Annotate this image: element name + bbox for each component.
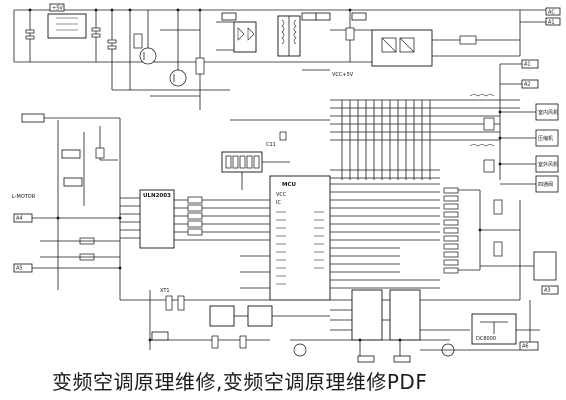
power-supply-section: +5V AC A1 xyxy=(13,3,561,110)
bottom-section: XT1 DC8000 A6 xyxy=(120,288,540,363)
voltage-regulator xyxy=(47,13,87,39)
svg-text:四通阀: 四通阀 xyxy=(538,181,553,188)
svg-text:XT1: XT1 xyxy=(160,288,170,294)
svg-text:+5V: +5V xyxy=(52,6,63,12)
svg-text:室外风机: 室外风机 xyxy=(538,161,558,168)
data-bus xyxy=(330,99,520,180)
svg-text:VCC: VCC xyxy=(276,192,287,198)
svg-text:A6: A6 xyxy=(522,344,529,350)
left-input-section: A4 A5 L-MOTOR xyxy=(12,113,121,300)
right-output-blocks: A1 A2 室内风机 压缩机 室外风机 四通阀 A3 xyxy=(469,59,559,300)
svg-text:VCC+5V: VCC+5V xyxy=(332,72,354,78)
image-caption: 变频空调原理维修,变频空调原理维修PDF xyxy=(52,370,428,394)
svg-text:C11: C11 xyxy=(266,142,276,148)
svg-text:MCU: MCU xyxy=(282,182,296,188)
junction-dots xyxy=(28,8,502,342)
svg-text:A2: A2 xyxy=(524,82,531,88)
svg-text:室内风机: 室内风机 xyxy=(538,109,558,116)
svg-text:压缩机: 压缩机 xyxy=(538,135,553,142)
svg-text:IC: IC xyxy=(276,200,281,206)
main-mcu: MCU VCC IC xyxy=(240,175,440,301)
svg-text:DC8000: DC8000 xyxy=(476,336,496,342)
svg-text:A3: A3 xyxy=(544,288,551,294)
resistor-array xyxy=(443,187,520,274)
svg-text:A1: A1 xyxy=(548,20,555,26)
driver-ic: ULN2003 xyxy=(120,189,270,249)
svg-text:L-MOTOR: L-MOTOR xyxy=(12,194,36,200)
svg-text:A4: A4 xyxy=(16,216,23,222)
display-block: C11 xyxy=(221,119,330,190)
svg-text:AC: AC xyxy=(548,10,555,16)
svg-text:A1: A1 xyxy=(524,62,531,68)
svg-text:ULN2003: ULN2003 xyxy=(143,193,171,199)
svg-text:A5: A5 xyxy=(16,266,23,272)
